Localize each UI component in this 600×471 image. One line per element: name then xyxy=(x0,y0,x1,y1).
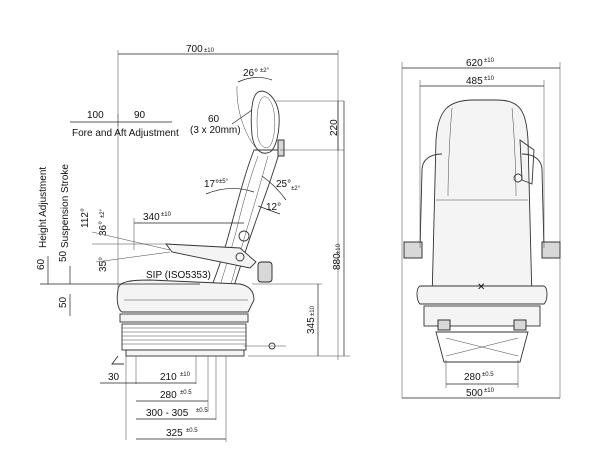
front-arm-frame-l xyxy=(419,153,443,251)
dim-armrest-length: 340 xyxy=(143,212,160,223)
fore-aft-label: Fore and Aft Adjustment xyxy=(72,128,179,139)
dim-headrest-tilt: 26° xyxy=(243,68,258,79)
backrest-seam xyxy=(219,155,259,287)
dim-backrest-angle-3: 12° xyxy=(266,202,281,213)
dim-seat-height-tol: ±10 xyxy=(310,305,316,316)
dim-front-overall-width: 620 xyxy=(466,58,483,69)
dim-overall-length-tol: ±10 xyxy=(204,48,215,54)
dim-overall-length: 700 xyxy=(186,44,203,55)
lever-bottom xyxy=(111,355,124,365)
armrest-knob xyxy=(235,252,245,262)
dim-325-tol: ±0.5 xyxy=(186,428,198,434)
backrest-seam-2 xyxy=(229,155,269,289)
side-handle xyxy=(257,261,273,283)
front-scissor-b xyxy=(445,337,519,357)
headrest-outline xyxy=(250,90,280,154)
dim-lumbar-travel: 60 xyxy=(208,114,220,125)
dim-armrest-angle-down: 35° xyxy=(98,257,109,272)
dim-325: 325 xyxy=(166,428,183,439)
dim-front-mount-width: 280 xyxy=(464,372,481,383)
dim-front-base-width: 500 xyxy=(466,388,483,399)
sip-label: SIP (ISO5353) xyxy=(146,270,211,281)
front-armrest-l xyxy=(403,241,423,259)
dim-armrest-angle-up: 112° xyxy=(80,208,91,228)
dim-suspension-lower: 50 xyxy=(58,296,69,308)
dim-210: 210 xyxy=(160,372,177,383)
dim-280-tol: ±0.5 xyxy=(180,390,192,396)
armrest-pivot xyxy=(238,230,250,242)
front-foot-r xyxy=(513,319,527,331)
height-adjustment-label: Height Adjustment xyxy=(38,167,49,248)
dim-backrest-angle-1-tol: ±5° xyxy=(219,179,229,185)
front-scissor-base xyxy=(435,331,529,363)
front-view-seat: ✕ xyxy=(403,99,561,363)
front-control-knob xyxy=(513,173,523,183)
front-arm-frame-r xyxy=(521,153,545,251)
dim-backrest-angle-1: 17° xyxy=(204,179,219,190)
base-plate xyxy=(125,349,245,357)
front-headrest-line-l xyxy=(447,107,453,197)
armrest xyxy=(165,243,257,269)
dim-fore-aft-1: 100 xyxy=(87,110,104,121)
dim-280: 280 xyxy=(160,390,177,401)
dim-front-mount-width-tol: ±0.5 xyxy=(482,372,494,378)
dim-backrest-angle-2-tol: ±2° xyxy=(291,186,301,192)
front-headrest-line-r xyxy=(511,107,517,197)
dim-front-overall-width-tol: ±10 xyxy=(484,58,495,64)
dim-total-height-tol: ±10 xyxy=(336,243,342,254)
side-view-dimensions: 700 ±10 26° ±2° 100 90 Fore and Aft Adju… xyxy=(36,44,350,442)
dim-300-305-tol: ±0.5 xyxy=(196,408,208,414)
front-armrest-r xyxy=(541,241,561,259)
front-seat-cushion xyxy=(416,285,548,305)
slide-rail xyxy=(119,313,249,323)
dim-headrest-height: 220 xyxy=(329,119,340,136)
seat-cushion xyxy=(116,279,255,313)
dim-front-backrest-width-tol: ±10 xyxy=(484,76,495,82)
suspension-stroke-label: Suspension Stroke xyxy=(60,164,71,248)
dim-210-tol: ±10 xyxy=(180,372,191,378)
front-base-block xyxy=(423,305,541,327)
dim-front-base-width-tol: ±10 xyxy=(484,388,495,394)
backrest-lever xyxy=(277,139,285,157)
suspension-bellows xyxy=(121,323,247,351)
dim-armrest-angle-mid-tol: ±2° xyxy=(100,208,106,218)
front-foot-l xyxy=(437,319,451,331)
dim-suspension: 50 xyxy=(58,250,69,262)
dim-30: 30 xyxy=(108,372,120,383)
dim-armrest-length-tol: ±10 xyxy=(161,212,172,218)
dim-armrest-angle-mid: 36° xyxy=(98,221,109,236)
dim-total-height: 880 xyxy=(332,253,343,270)
dim-front-backrest-width: 485 xyxy=(466,76,483,87)
dim-300-305: 300 - 305 xyxy=(146,408,189,419)
front-control-lever xyxy=(519,139,535,185)
front-view-dimensions: 620 ±10 485 ±10 280 ±0.5 500 ±10 xyxy=(401,58,561,399)
dim-backrest-angle-2: 25° xyxy=(276,179,291,190)
dim-height-adj: 60 xyxy=(36,258,47,270)
side-view-seat xyxy=(111,85,286,365)
dim-lumbar-detail: (3 x 20mm) xyxy=(190,125,241,136)
dim-headrest-tilt-tol: ±2° xyxy=(260,68,270,74)
headrest-inner xyxy=(256,96,276,148)
dim-fore-aft-2: 90 xyxy=(134,110,146,121)
headrest-arc xyxy=(236,85,259,151)
front-logo-mark: ✕ xyxy=(477,282,485,293)
dim-seat-height: 345 xyxy=(306,317,317,334)
